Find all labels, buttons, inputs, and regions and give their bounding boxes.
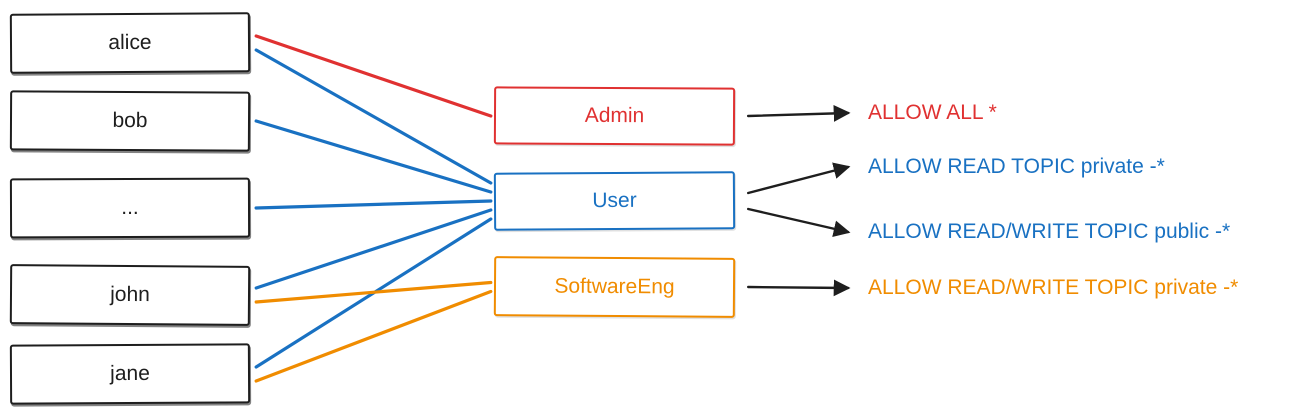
membership-edge-john-softwareeng bbox=[254, 280, 493, 304]
membership-edge-alice-admin bbox=[254, 34, 493, 118]
grant-arrow-user-perm-rw-public bbox=[746, 207, 851, 237]
user-label: bob bbox=[112, 108, 148, 133]
membership-edge-alice-user bbox=[254, 48, 493, 185]
user-box-jane: jane bbox=[9, 343, 251, 405]
role-box-softwareeng: SoftwareEng bbox=[493, 256, 736, 318]
user-box-alice: alice bbox=[9, 12, 251, 74]
role-label: SoftwareEng bbox=[554, 274, 675, 299]
membership-edge-bob-user bbox=[254, 119, 493, 194]
membership-edge-jane-softwareeng bbox=[254, 289, 493, 383]
user-box-bob: bob bbox=[9, 90, 251, 152]
user-box-ellipsis: ... bbox=[9, 177, 251, 239]
role-label: User bbox=[592, 188, 637, 213]
permission-read-topic-private: ALLOW READ TOPIC private -* bbox=[868, 155, 1165, 178]
role-label: Admin bbox=[584, 103, 645, 128]
permission-readwrite-topic-private: ALLOW READ/WRITE TOPIC private -* bbox=[868, 276, 1239, 299]
grant-arrow-user-perm-read-private bbox=[746, 162, 851, 195]
user-label: ... bbox=[121, 195, 139, 220]
role-box-admin: Admin bbox=[493, 86, 736, 146]
grant-arrow-softwareeng-perm-rw-private bbox=[747, 279, 851, 297]
user-box-john: john bbox=[9, 264, 251, 326]
user-label: jane bbox=[110, 361, 150, 386]
membership-edge-dots-user bbox=[254, 199, 493, 210]
grant-arrow-admin-perm-allow-all bbox=[746, 105, 851, 122]
permission-readwrite-topic-public: ALLOW READ/WRITE TOPIC public -* bbox=[868, 220, 1231, 243]
membership-edge-john-user bbox=[254, 208, 493, 290]
permission-allow-all: ALLOW ALL * bbox=[868, 101, 997, 124]
user-label: john bbox=[110, 282, 150, 307]
user-label: alice bbox=[108, 30, 152, 55]
role-box-user: User bbox=[493, 171, 736, 231]
membership-edge-jane-user bbox=[254, 217, 493, 369]
